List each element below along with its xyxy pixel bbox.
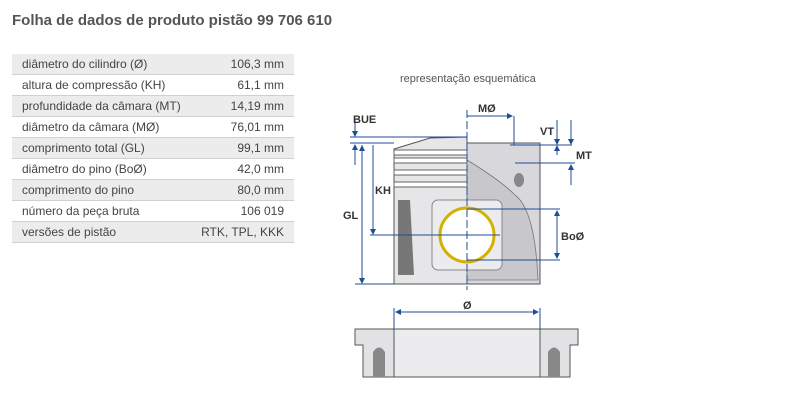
dimension-lines [350, 110, 575, 329]
spec-value: 106 019 [190, 200, 294, 222]
label-vt: VT [540, 126, 554, 138]
spec-value: 42,0 mm [190, 158, 294, 180]
spec-label: comprimento total (GL) [12, 137, 191, 159]
spec-value: RTK, TPL, KKK [190, 221, 294, 243]
spec-row: profundidade da câmara (MT)14,19 mm [12, 95, 294, 117]
spec-value: 80,0 mm [190, 179, 294, 201]
spec-label: diâmetro do pino (BoØ) [12, 158, 191, 180]
spec-label: profundidade da câmara (MT) [12, 95, 191, 117]
label-mo: MØ [478, 103, 496, 115]
label-gl: GL [343, 210, 359, 222]
piston-bottom-view [354, 328, 579, 378]
spec-value: 99,1 mm [190, 137, 294, 159]
page-title: Folha de dados de produto pistão 99 706 … [12, 12, 333, 29]
spec-row: altura de compressão (KH)61,1 mm [12, 74, 294, 96]
spec-value: 76,01 mm [190, 116, 294, 138]
spec-row: diâmetro do pino (BoØ)42,0 mm [12, 158, 294, 180]
spec-label: altura de compressão (KH) [12, 74, 191, 96]
label-diameter: Ø [463, 300, 472, 312]
label-mt: MT [576, 150, 592, 162]
spec-row: diâmetro do cilindro (Ø)106,3 mm [12, 54, 294, 75]
spec-label: diâmetro da câmara (MØ) [12, 116, 191, 138]
spec-label: diâmetro do cilindro (Ø) [12, 54, 191, 75]
label-bue: BUE [353, 114, 376, 126]
spec-row: comprimento total (GL)99,1 mm [12, 137, 294, 159]
label-kh: KH [375, 185, 391, 197]
piston-side-view [393, 136, 541, 285]
spec-row: diâmetro da câmara (MØ)76,01 mm [12, 116, 294, 138]
spec-value: 106,3 mm [190, 54, 294, 75]
spec-label: número da peça bruta [12, 200, 191, 222]
diagram-caption: representação esquemática [400, 73, 536, 85]
spec-value: 61,1 mm [190, 74, 294, 96]
spec-label: comprimento do pino [12, 179, 191, 201]
label-bo: BoØ [561, 231, 585, 243]
spec-label: versões de pistão [12, 221, 191, 243]
spec-value: 14,19 mm [190, 95, 294, 117]
